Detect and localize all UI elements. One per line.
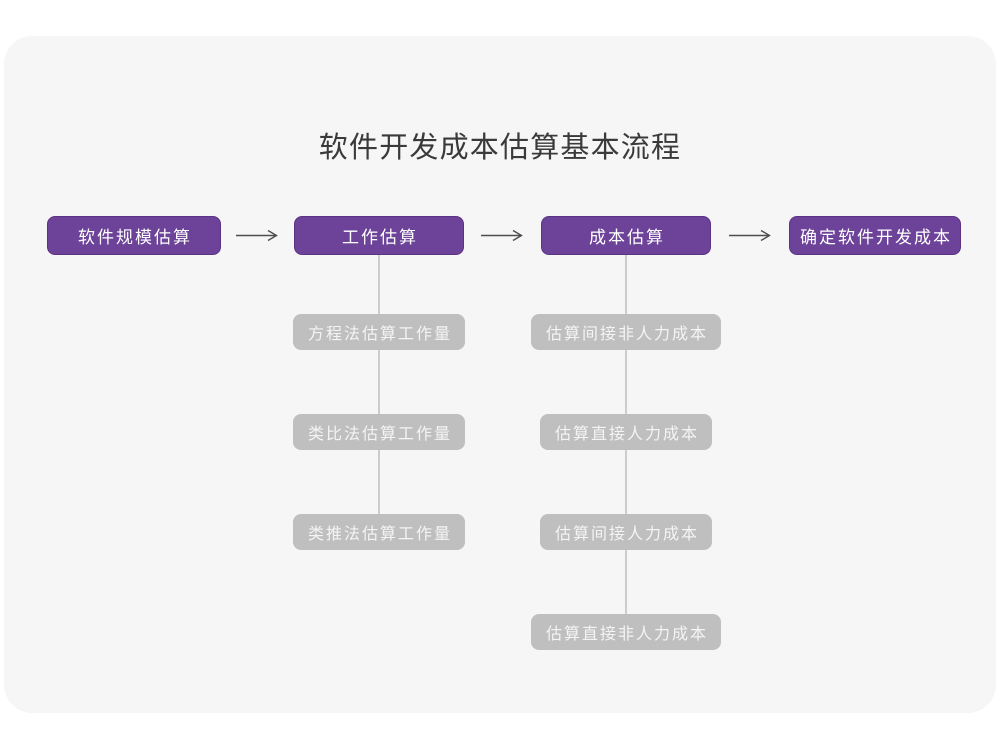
stage-node-software-size-estimation: 软件规模估算 <box>47 216 221 255</box>
substep-node-direct-nonlabor-cost: 估算直接非人力成本 <box>530 614 722 650</box>
stage-node-determine-dev-cost: 确定软件开发成本 <box>789 216 961 255</box>
diagram-title: 软件开发成本估算基本流程 <box>318 132 682 164</box>
right-arrow-icon <box>729 229 771 242</box>
right-arrow-icon <box>481 229 523 242</box>
connector-line-cost-estimation <box>625 255 627 645</box>
stage-node-work-estimation: 工作估算 <box>294 216 464 255</box>
diagram-canvas: 软件开发成本估算基本流程 软件规模估算 工作估算 成本估算 确定软件开发成本 方… <box>4 36 996 713</box>
substep-node-equation-method: 方程法估算工作量 <box>292 314 466 350</box>
stage-node-cost-estimation: 成本估算 <box>541 216 711 255</box>
substep-node-direct-labor-cost: 估算直接人力成本 <box>539 414 713 450</box>
connector-line-work-estimation <box>378 255 380 545</box>
substep-node-indirect-nonlabor-cost: 估算间接非人力成本 <box>530 314 722 350</box>
substep-node-analogy-method: 类比法估算工作量 <box>292 414 466 450</box>
right-arrow-icon <box>236 229 278 242</box>
substep-node-indirect-labor-cost: 估算间接人力成本 <box>539 514 713 550</box>
substep-node-extrapolation-method: 类推法估算工作量 <box>292 514 466 550</box>
